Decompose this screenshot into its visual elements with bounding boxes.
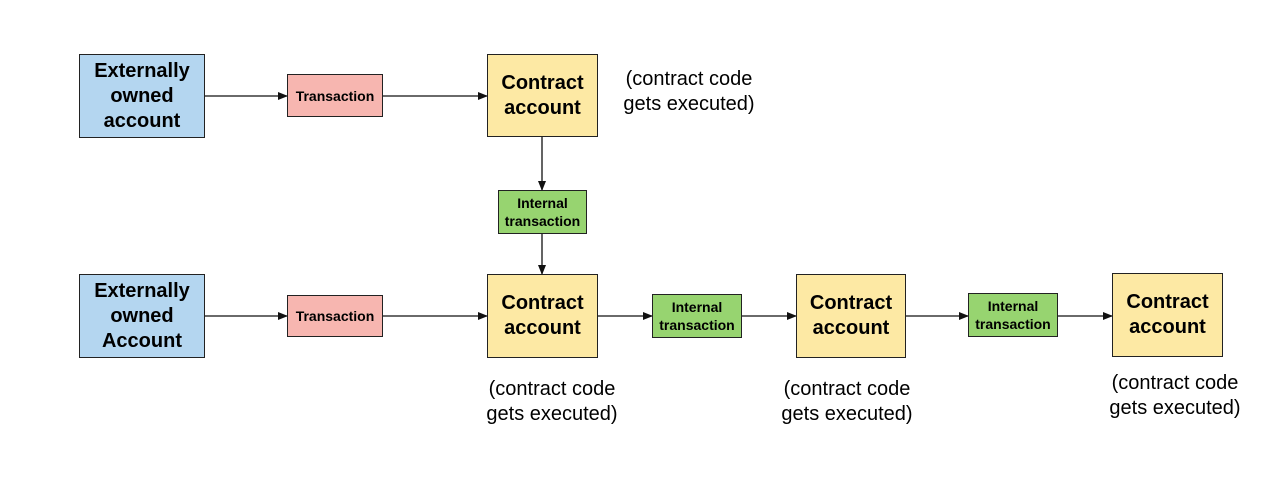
contract-code-note-bottom-2: (contract code gets executed) — [770, 377, 924, 427]
transaction-top: Transaction — [287, 74, 383, 117]
externally-owned-account-top-label: Externally owned account — [94, 59, 190, 132]
internal-transaction-bottom-2: Internal transaction — [968, 293, 1058, 337]
externally-owned-account-bottom: Externally owned Account — [79, 274, 205, 358]
contract-account-bottom-1-label: Contract account — [501, 292, 584, 339]
internal-transaction-vertical: Internal transaction — [498, 190, 587, 234]
transaction-bottom: Transaction — [287, 295, 383, 337]
contract-account-bottom-2-label: Contract account — [809, 292, 893, 339]
contract-code-note-top-text: (contract code gets executed) — [623, 68, 755, 115]
transaction-top-label: Transaction — [295, 87, 375, 104]
contract-account-bottom-2: Contract account — [796, 274, 906, 358]
transaction-bottom-label: Transaction — [295, 308, 375, 324]
internal-transaction-vertical-label: Internal transaction — [504, 195, 581, 229]
internal-transaction-bottom-1-label: Internal transaction — [659, 299, 735, 333]
contract-code-note-bottom-3-text: (contract code gets executed) — [1109, 372, 1241, 419]
contract-account-bottom-3-label: Contract account — [1126, 291, 1209, 338]
externally-owned-account-top: Externally owned account — [79, 54, 205, 138]
contract-code-note-bottom-1: (contract code gets executed) — [475, 377, 629, 427]
contract-account-top-label: Contract account — [501, 71, 584, 119]
contract-code-note-top: (contract code gets executed) — [612, 67, 766, 117]
contract-account-bottom-3: Contract account — [1112, 273, 1223, 357]
contract-account-top: Contract account — [487, 54, 598, 137]
contract-code-note-bottom-2-text: (contract code gets executed) — [781, 378, 913, 425]
internal-transaction-bottom-1: Internal transaction — [652, 294, 742, 338]
contract-code-note-bottom-3: (contract code gets executed) — [1098, 371, 1252, 421]
contract-code-note-bottom-1-text: (contract code gets executed) — [486, 378, 618, 425]
externally-owned-account-bottom-label: Externally owned Account — [94, 279, 190, 352]
internal-transaction-bottom-2-label: Internal transaction — [975, 298, 1051, 332]
contract-account-bottom-1: Contract account — [487, 274, 598, 358]
